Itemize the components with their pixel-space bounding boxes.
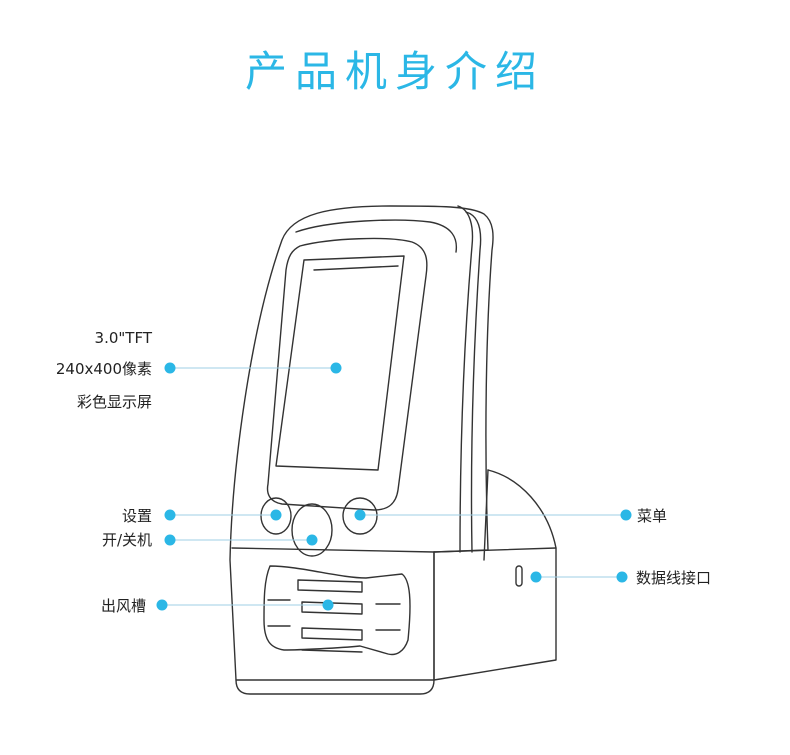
screen-display xyxy=(275,255,405,471)
shell-ridge-2 xyxy=(465,211,482,553)
screen-inner xyxy=(313,265,399,271)
settings-button xyxy=(260,497,292,535)
power-dot-end xyxy=(306,534,318,546)
data-port-label: 数据线接口 xyxy=(636,569,712,587)
body-side xyxy=(433,547,557,553)
menu-label: 菜单 xyxy=(637,507,668,525)
page-title: 产品机身介绍 xyxy=(244,47,545,96)
power-dot-start xyxy=(164,534,176,546)
screen-label-line-3: 彩色显示屏 xyxy=(76,393,152,411)
settings-label: 设置 xyxy=(121,507,152,525)
shell-ridge xyxy=(457,205,474,553)
front-panel xyxy=(231,547,435,553)
air-outlet-dot-start xyxy=(156,599,168,611)
shell-inner xyxy=(295,219,458,253)
vent-slot-2 xyxy=(267,599,401,615)
data-port-dot-end xyxy=(616,571,628,583)
screen-dot-end xyxy=(330,362,342,374)
power-button xyxy=(291,503,333,557)
vent-slot-4 xyxy=(301,649,363,653)
menu-dot-start xyxy=(354,509,366,521)
settings-dot-end xyxy=(270,509,282,521)
data-port-dot-start xyxy=(530,571,542,583)
vent-slot-1 xyxy=(297,579,363,593)
screen-dot-start xyxy=(164,362,176,374)
screen-label-line-2: 240x400像素 xyxy=(55,360,152,378)
screen-bezel xyxy=(266,237,428,511)
screen-label-line-1: 3.0"TFT xyxy=(94,329,152,347)
settings-dot-start xyxy=(164,509,176,521)
menu-button xyxy=(342,497,378,535)
body-outline xyxy=(229,205,494,681)
power-label: 开/关机 xyxy=(101,531,152,549)
air-outlet-dot-end xyxy=(322,599,334,611)
air-outlet-frame xyxy=(263,565,411,656)
vent-slot-3 xyxy=(267,625,401,641)
menu-dot-end xyxy=(620,509,632,521)
data-port xyxy=(515,565,523,587)
air-outlet-label: 出风槽 xyxy=(100,597,146,615)
body-side-edge xyxy=(235,551,435,695)
